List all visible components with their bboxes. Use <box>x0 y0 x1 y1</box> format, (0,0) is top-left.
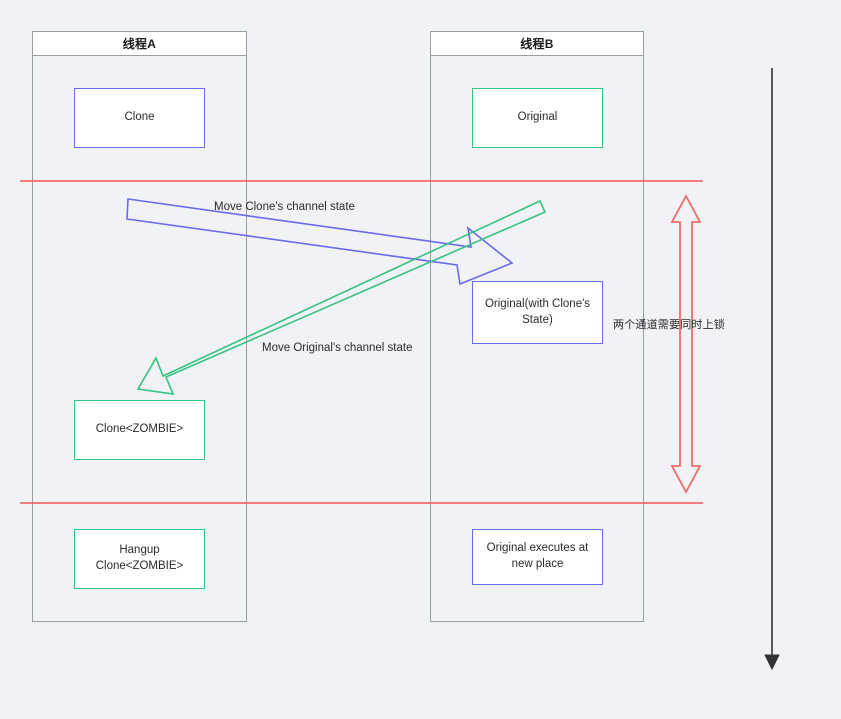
annotation-lock-note: 两个通道需要同时上锁 <box>613 319 725 331</box>
node-clone-zombie[interactable]: Clone<ZOMBIE> <box>74 400 205 460</box>
swimlane-header-thread-b: 线程B <box>431 32 643 56</box>
timeline-arrowhead-icon <box>764 654 780 671</box>
edge-label-move-original-channel-state: Move Original's channel state <box>262 342 413 354</box>
swimlane-title-thread-b: 线程B <box>520 37 554 51</box>
node-original[interactable]: Original <box>472 88 603 148</box>
swimlane-header-thread-a: 线程A <box>33 32 246 56</box>
swimlane-thread-a[interactable]: 线程A <box>32 31 247 622</box>
arrow-move-original-channel-state[interactable] <box>136 199 547 395</box>
lock-span-double-arrow[interactable] <box>670 194 702 494</box>
swimlane-title-thread-a: 线程A <box>122 37 157 51</box>
node-clone[interactable]: Clone <box>74 88 205 148</box>
node-hangup-clone-zombie[interactable]: Hangup Clone<ZOMBIE> <box>74 529 205 589</box>
node-original-with-clone-state[interactable]: Original(with Clone's State) <box>472 281 603 344</box>
edge-label-move-clone-channel-state: Move Clone's channel state <box>214 201 355 213</box>
node-original-executes-new-place[interactable]: Original executes at new place <box>472 529 603 585</box>
swimlane-thread-b[interactable]: 线程B <box>430 31 644 622</box>
